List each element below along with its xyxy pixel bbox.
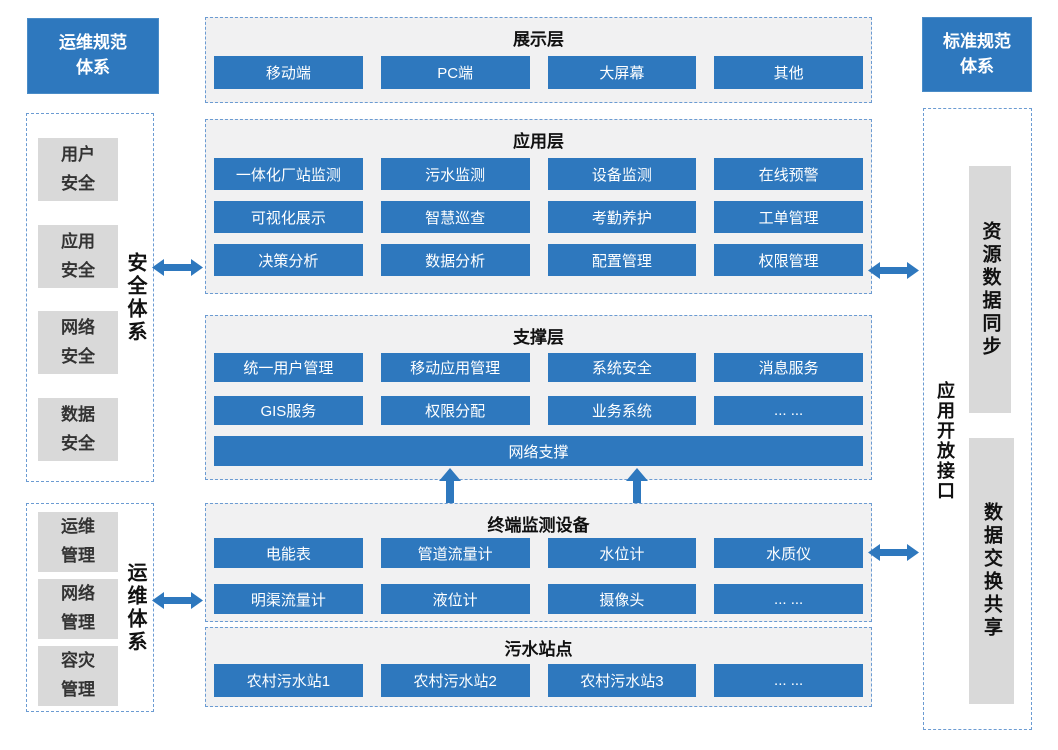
resource-data-sync-box: 资源数据同步 (969, 166, 1011, 413)
node-station: 农村污水站1 (214, 664, 363, 697)
bidirectional-arrow-icon (152, 258, 203, 277)
ops-system-label: 运维体系 (124, 561, 146, 654)
terminal-devices-title: 终端监测设备 (487, 516, 590, 535)
node-device: ... ... (714, 584, 863, 614)
presentation-layer-panel: 展示层 移动端 PC端 大屏幕 其他 (205, 17, 872, 103)
security-item: 数据安全 (38, 398, 118, 461)
node-support: GIS服务 (214, 396, 363, 425)
node-app: 考勤养护 (547, 201, 697, 233)
data-exchange-share-box: 数据交换共享 (969, 438, 1014, 704)
right-header-label: 标准规范体系 (943, 31, 1011, 76)
node-app: 数据分析 (380, 244, 530, 276)
node-station: ... ... (714, 664, 863, 697)
security-system-panel: 用户安全 应用安全 网络安全 数据安全 安全体系 (26, 113, 154, 482)
application-layer-panel: 应用层 一体化厂站监测 污水监测 设备监测 在线预警 可视化展示 智慧巡查 考勤… (205, 119, 872, 294)
node-bigscreen: 大屏幕 (547, 56, 697, 89)
node-app: 在线预警 (714, 158, 863, 190)
node-support: 系统安全 (547, 353, 697, 382)
ops-item: 运维管理 (38, 512, 118, 572)
node-app: 权限管理 (714, 244, 863, 276)
node-device: 摄像头 (547, 584, 697, 614)
application-layer-title: 应用层 (513, 132, 564, 151)
up-arrow-icon (626, 468, 648, 505)
node-device: 液位计 (380, 584, 530, 614)
bidirectional-arrow-icon (868, 543, 919, 562)
node-support: 消息服务 (714, 353, 863, 382)
node-pc: PC端 (380, 56, 530, 89)
support-layer-panel: 支撑层 统一用户管理 移动应用管理 系统安全 消息服务 GIS服务 权限分配 业… (205, 315, 872, 480)
presentation-layer-title: 展示层 (513, 30, 564, 49)
node-app: 工单管理 (714, 201, 863, 233)
node-app: 设备监测 (547, 158, 697, 190)
node-other: 其他 (714, 56, 863, 89)
left-header-label: 运维规范体系 (59, 33, 127, 77)
open-interface-panel: 应用开放接口 资源数据同步 数据交换共享 (923, 108, 1032, 730)
bidirectional-arrow-icon (868, 261, 919, 280)
open-interface-label: 应用开放接口 (935, 381, 955, 501)
sewage-stations-panel: 污水站点 农村污水站1 农村污水站2 农村污水站3 ... ... (205, 627, 872, 707)
node-support: 统一用户管理 (214, 353, 363, 382)
bidirectional-arrow-icon (152, 591, 203, 610)
node-app: 一体化厂站监测 (214, 158, 363, 190)
node-support: 权限分配 (380, 396, 530, 425)
node-app: 污水监测 (380, 158, 530, 190)
ops-system-panel: 运维管理 网络管理 容灾管理 运维体系 (26, 503, 154, 712)
security-item: 用户安全 (38, 138, 118, 201)
support-layer-title: 支撑层 (513, 328, 564, 347)
node-device: 水位计 (547, 538, 697, 568)
node-network-support: 网络支撑 (214, 436, 863, 466)
up-arrow-icon (439, 468, 461, 505)
node-device: 管道流量计 (380, 538, 530, 568)
node-support: 移动应用管理 (380, 353, 530, 382)
ops-item: 容灾管理 (38, 646, 118, 706)
security-item: 应用安全 (38, 225, 118, 288)
node-app: 配置管理 (547, 244, 697, 276)
right-header-standard-spec-system: 标准规范体系 (922, 17, 1032, 92)
security-item: 网络安全 (38, 311, 118, 374)
node-support: ... ... (714, 396, 863, 425)
node-station: 农村污水站2 (380, 664, 530, 697)
node-device: 水质仪 (714, 538, 863, 568)
node-station: 农村污水站3 (547, 664, 697, 697)
left-header-ops-spec-system: 运维规范体系 (27, 18, 159, 94)
node-mobile: 移动端 (214, 56, 363, 89)
node-app: 可视化展示 (214, 201, 363, 233)
node-app: 决策分析 (214, 244, 363, 276)
security-system-label: 安全体系 (124, 251, 146, 344)
node-support: 业务系统 (547, 396, 697, 425)
ops-item: 网络管理 (38, 579, 118, 639)
node-device: 明渠流量计 (214, 584, 363, 614)
sewage-stations-title: 污水站点 (504, 640, 573, 659)
node-device: 电能表 (214, 538, 363, 568)
terminal-devices-panel: 终端监测设备 电能表 管道流量计 水位计 水质仪 明渠流量计 液位计 摄像头 .… (205, 503, 872, 622)
node-app: 智慧巡查 (380, 201, 530, 233)
